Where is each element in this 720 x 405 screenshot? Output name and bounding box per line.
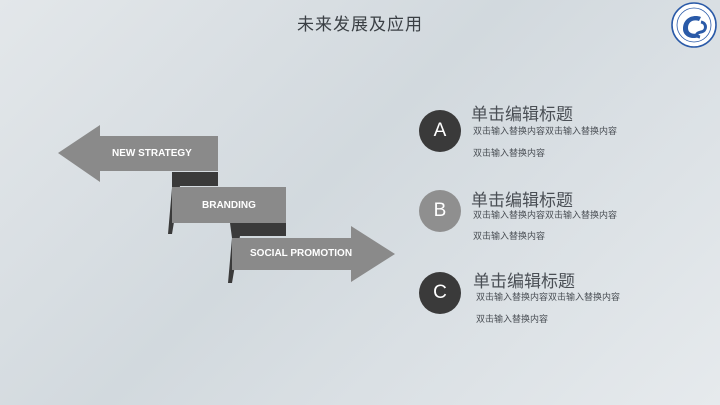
arrow-fold-shadow-2 (228, 223, 286, 283)
item-text-line-2[interactable]: 双击输入替换内容 (473, 149, 546, 159)
item-text-line-2[interactable]: 双击输入替换内容 (476, 315, 549, 325)
badge-circle-c: C (419, 272, 461, 314)
list-item: B 单击编辑标题 双击输入替换内容双击输入替换内容 双击输入替换内容 (419, 190, 679, 260)
badge-circle-a: A (419, 110, 461, 152)
arrow-label-branding: BRANDING (202, 200, 256, 211)
slide-title: 未来发展及应用 (297, 15, 423, 35)
item-text-line-2[interactable]: 双击输入替换内容 (473, 232, 546, 242)
item-text-line-1[interactable]: 双击输入替换内容双击输入替换内容 (476, 293, 621, 303)
arrow-label-social-promotion: SOCIAL PROMOTION (250, 248, 353, 259)
arrow-fold-shadow-1 (168, 172, 218, 234)
arrow-label-new-strategy: NEW STRATEGY (112, 148, 192, 159)
item-title[interactable]: 单击编辑标题 (471, 105, 573, 125)
arrow-branding (172, 187, 286, 223)
list-item: A 单击编辑标题 双击输入替换内容双击输入替换内容 双击输入替换内容 (419, 105, 679, 180)
list-item: C 单击编辑标题 双击输入替换内容双击输入替换内容 双击输入替换内容 (419, 272, 679, 342)
item-text-line-1[interactable]: 双击输入替换内容双击输入替换内容 (473, 211, 618, 221)
badge-circle-b: B (419, 190, 461, 232)
item-title[interactable]: 单击编辑标题 (473, 272, 575, 292)
arrow-social-promotion (232, 226, 395, 282)
item-text-line-1[interactable]: 双击输入替换内容双击输入替换内容 (473, 127, 618, 137)
arrow-new-strategy (58, 125, 218, 182)
item-title[interactable]: 单击编辑标题 (471, 191, 573, 211)
university-seal-icon (671, 2, 717, 48)
